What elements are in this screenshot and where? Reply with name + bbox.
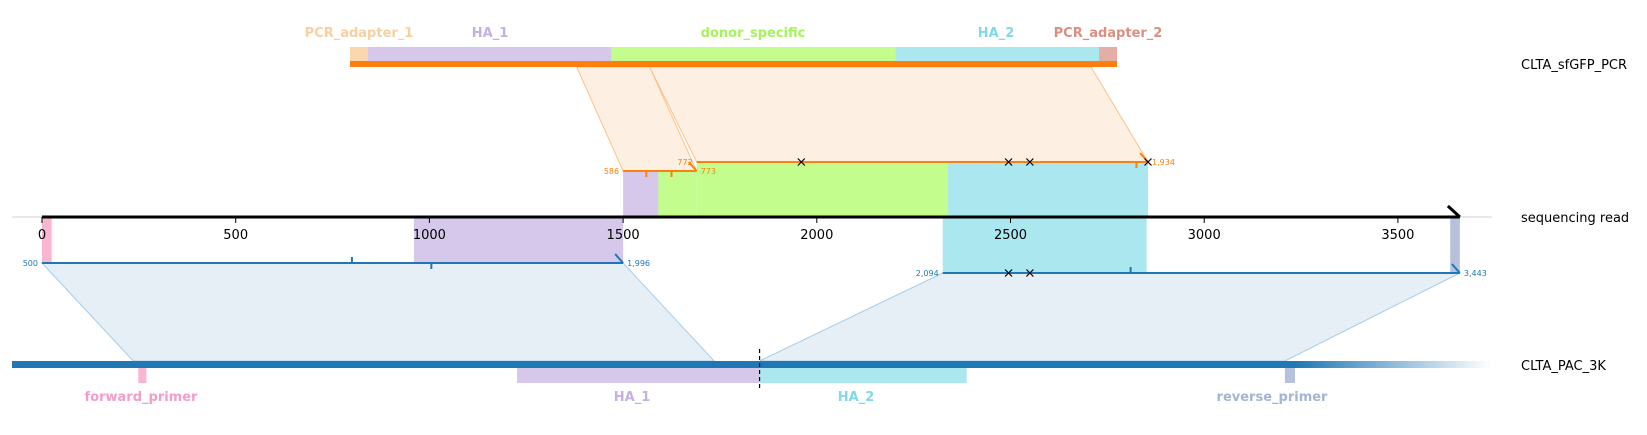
mismatch-mark xyxy=(1025,269,1034,277)
read-tick-label: 2000 xyxy=(800,228,833,243)
pcr-alignment-end-label: 773 xyxy=(701,167,716,176)
genome-alignment-end-label: 1,996 xyxy=(627,259,650,268)
genome-alignment-arrow xyxy=(614,253,624,264)
mismatch-mark xyxy=(1004,269,1013,277)
genome-alignment-start-label: 2,094 xyxy=(916,269,939,278)
genome-feature-label-ha-1: HA_1 xyxy=(614,390,651,405)
pcr-feature-donor-specific xyxy=(611,47,896,64)
genome-bar-fade xyxy=(1295,361,1492,368)
read-name: sequencing read xyxy=(1521,211,1629,226)
pcr-template-track: PCR_adapter_1 HA_1 donor_specific HA_2 PCR_a… xyxy=(305,26,1175,177)
read-tick-label: 3500 xyxy=(1381,228,1414,243)
genome-feature-label-ha-2: HA_2 xyxy=(838,390,875,405)
read-shading-ha-1 xyxy=(623,171,659,217)
read-tick-label: 0 xyxy=(38,228,46,243)
genome-bar xyxy=(12,361,1296,368)
read-arrowhead xyxy=(1446,204,1461,219)
genome-alignment-arrow xyxy=(1451,263,1461,274)
genome-alignment-start-label: 500 xyxy=(23,259,38,268)
read-tick-label: 2500 xyxy=(994,228,1027,243)
genome-feature-ha-2 xyxy=(759,364,967,383)
genome-name: CLTA_PAC_3K xyxy=(1521,359,1606,374)
mismatch-mark xyxy=(1025,158,1034,166)
pcr-feature-pcr-adapter-2 xyxy=(1099,47,1117,64)
alignment-bands xyxy=(40,66,1461,362)
read-shading-ha-1-genome xyxy=(413,217,624,263)
genome-feature-label-reverse-primer: reverse_primer xyxy=(1217,390,1329,405)
pcr-feature-label-ha-2: HA_2 xyxy=(978,26,1015,41)
pcr-template-name: CLTA_sfGFP_PCR xyxy=(1521,58,1627,73)
read-primer-box xyxy=(1450,217,1460,273)
pcr-template-bar xyxy=(350,61,1117,67)
genome-alignment-end-label: 3,443 xyxy=(1464,269,1487,278)
pcr-feature-label-pcr-adapter-1: PCR_adapter_1 xyxy=(305,26,414,41)
pcr-feature-ha-1 xyxy=(367,47,612,64)
genome-feature-ha-1 xyxy=(517,364,760,383)
read-shading-ha-2 xyxy=(947,162,1149,217)
pcr-alignment-end-label: 1,934 xyxy=(1152,158,1175,167)
pcr-feature-label-pcr-adapter-2: PCR_adapter_2 xyxy=(1054,26,1163,41)
sequencing-read-track: 0 500 1000 1500 2000 2500 3000 3500 xyxy=(12,162,1492,273)
pcr-feature-label-ha-1: HA_1 xyxy=(472,26,509,41)
genome-feature-forward-primer xyxy=(138,364,147,383)
pcr-alignment-band xyxy=(648,66,1149,163)
genome-track: 500 1,996 2,094 3,443 forward_primer HA_1 HA_2… xyxy=(12,253,1492,405)
pcr-feature-ha-2 xyxy=(895,47,1100,64)
mismatch-mark xyxy=(1004,158,1013,166)
pcr-alignment-start-label: 772 xyxy=(677,158,692,167)
read-shading-donor-specific xyxy=(658,171,697,217)
read-tick-label: 1000 xyxy=(413,228,446,243)
pcr-feature-pcr-adapter-1 xyxy=(350,47,368,64)
genome-alignment-band xyxy=(759,272,1461,362)
read-shading-ha-2 xyxy=(942,217,1147,273)
read-tick-label: 1500 xyxy=(607,228,640,243)
read-primer-box xyxy=(42,217,52,263)
pcr-feature-label-donor-specific: donor_specific xyxy=(701,26,806,41)
genome-feature-reverse-primer xyxy=(1284,364,1296,383)
genome-alignment-band xyxy=(40,262,716,362)
genome-feature-label-forward-primer: forward_primer xyxy=(85,390,199,405)
pcr-alignment-start-label: 586 xyxy=(604,167,619,176)
mismatch-mark xyxy=(1144,158,1152,166)
pcr-alignment-arrow xyxy=(687,161,698,172)
mismatch-mark xyxy=(797,158,806,166)
read-shading-donor-specific xyxy=(696,162,948,217)
read-tick-label: 500 xyxy=(223,228,248,243)
read-tick-label: 3000 xyxy=(1188,228,1221,243)
